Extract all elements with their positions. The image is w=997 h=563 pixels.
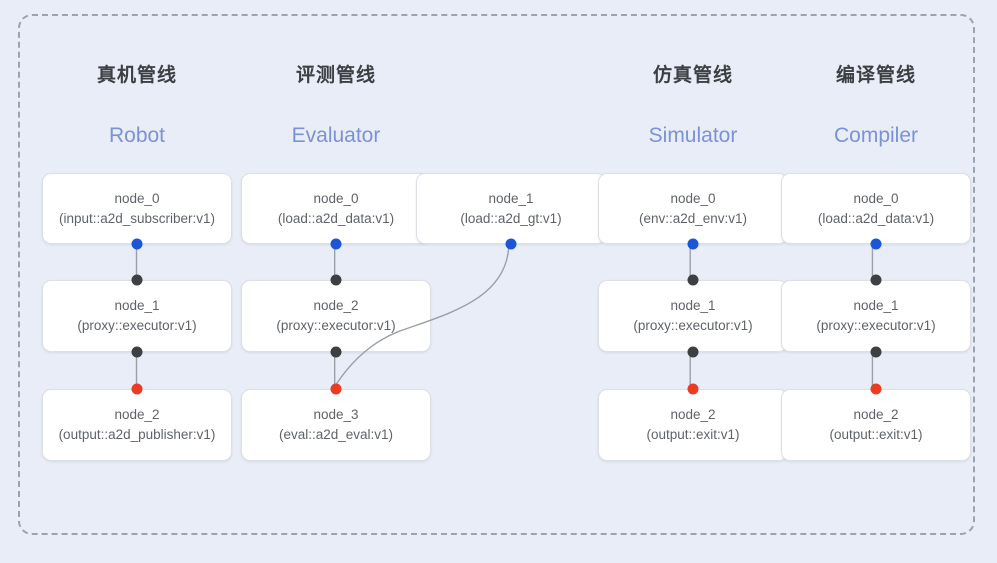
port-output-robot-1[interactable] — [131, 346, 143, 358]
node-label-name: node_0 — [114, 190, 160, 206]
node-evaluator-2[interactable]: node_2 (proxy::executor:v1) — [241, 280, 431, 352]
port-output-compiler-1[interactable] — [870, 346, 882, 358]
node-label-name: node_0 — [313, 190, 359, 206]
port-input-evaluator-3[interactable] — [330, 383, 342, 395]
node-label-type: (proxy::executor:v1) — [77, 318, 197, 333]
column-title-en-evaluator: Evaluator — [291, 124, 381, 147]
node-label-name: node_1 — [853, 298, 899, 313]
node-evaluator-0[interactable]: node_0 (load::a2d_data:v1) — [241, 173, 431, 244]
node-label-type: (output::exit:v1) — [646, 427, 740, 442]
port-output-simulator-1[interactable] — [687, 346, 699, 358]
pipeline-column-simulator: 仿真管线 Simulator node_0 (env::a2d_env:v1) … — [598, 16, 788, 533]
column-title-en-compiler: Compiler — [833, 124, 919, 147]
node-label-type: (env::a2d_env:v1) — [638, 210, 748, 226]
node-label-name: node_2 — [313, 298, 359, 313]
node-compiler-1[interactable]: node_1 (proxy::executor:v1) — [781, 280, 971, 352]
column-title-en-simulator: Simulator — [648, 124, 738, 147]
node-label-type: (load::a2d_data:v1) — [817, 210, 935, 226]
column-title-cn-evaluator: 评测管线 — [295, 65, 376, 86]
port-input-compiler-2[interactable] — [870, 383, 882, 395]
port-input-simulator-1[interactable] — [687, 274, 699, 286]
node-evaluator-3[interactable]: node_3 (eval::a2d_eval:v1) — [241, 389, 431, 461]
node-simulator-1[interactable]: node_1 (proxy::executor:v1) — [598, 280, 788, 352]
node-label-type: (proxy::executor:v1) — [633, 318, 753, 333]
node-label-name: node_2 — [670, 407, 716, 422]
port-input-robot-2[interactable] — [131, 383, 143, 395]
node-robot-0[interactable]: node_0 (input::a2d_subscriber:v1) — [42, 173, 232, 244]
node-label-type: (eval::a2d_eval:v1) — [278, 427, 394, 442]
node-label-type: (input::a2d_subscriber:v1) — [58, 210, 216, 226]
port-output-evaluator-2[interactable] — [330, 346, 342, 358]
node-label-type: (proxy::executor:v1) — [816, 318, 936, 333]
port-input-robot-1[interactable] — [131, 274, 143, 286]
node-evaluator-1[interactable]: node_1 (load::a2d_gt:v1) — [416, 173, 606, 244]
node-label-name: node_1 — [114, 298, 160, 313]
pipeline-column-evaluator-gt: node_1 (load::a2d_gt:v1) — [416, 16, 606, 533]
node-label-type: (load::a2d_data:v1) — [277, 210, 395, 226]
port-input-evaluator-2[interactable] — [330, 274, 342, 286]
port-output-compiler-0[interactable] — [870, 238, 882, 250]
node-label-type: (load::a2d_gt:v1) — [460, 210, 562, 226]
node-robot-2[interactable]: node_2 (output::a2d_publisher:v1) — [42, 389, 232, 461]
column-title-en-robot: Robot — [108, 124, 166, 147]
node-label-type: (proxy::executor:v1) — [276, 318, 396, 333]
node-label-type: (output::a2d_publisher:v1) — [58, 427, 216, 442]
pipeline-column-compiler: 编译管线 Compiler node_0 (load::a2d_data:v1)… — [781, 16, 971, 533]
column-title-cn-simulator: 仿真管线 — [652, 65, 733, 86]
port-input-compiler-1[interactable] — [870, 274, 882, 286]
column-title-cn-compiler: 编译管线 — [835, 65, 916, 86]
node-label-name: node_2 — [853, 407, 899, 422]
node-simulator-2[interactable]: node_2 (output::exit:v1) — [598, 389, 788, 461]
node-label-name: node_0 — [853, 190, 899, 206]
pipeline-column-robot: 真机管线 Robot node_0 (input::a2d_subscriber… — [42, 16, 232, 533]
node-label-type: (output::exit:v1) — [829, 427, 923, 442]
column-title-cn-robot: 真机管线 — [96, 65, 177, 86]
node-robot-1[interactable]: node_1 (proxy::executor:v1) — [42, 280, 232, 352]
node-label-name: node_3 — [313, 407, 359, 422]
node-label-name: node_1 — [488, 190, 534, 206]
port-output-evaluator-0[interactable] — [330, 238, 342, 250]
port-output-robot-0[interactable] — [131, 238, 143, 250]
pipeline-diagram-frame: 真机管线 Robot node_0 (input::a2d_subscriber… — [18, 14, 975, 535]
port-output-evaluator-1[interactable] — [505, 238, 517, 250]
port-input-simulator-2[interactable] — [687, 383, 699, 395]
node-compiler-0[interactable]: node_0 (load::a2d_data:v1) — [781, 173, 971, 244]
port-output-simulator-0[interactable] — [687, 238, 699, 250]
pipeline-column-evaluator: 评测管线 Evaluator node_0 (load::a2d_data:v1… — [241, 16, 431, 533]
node-compiler-2[interactable]: node_2 (output::exit:v1) — [781, 389, 971, 461]
node-label-name: node_0 — [670, 190, 716, 206]
node-simulator-0[interactable]: node_0 (env::a2d_env:v1) — [598, 173, 788, 244]
node-label-name: node_2 — [114, 407, 160, 422]
node-label-name: node_1 — [670, 298, 716, 313]
